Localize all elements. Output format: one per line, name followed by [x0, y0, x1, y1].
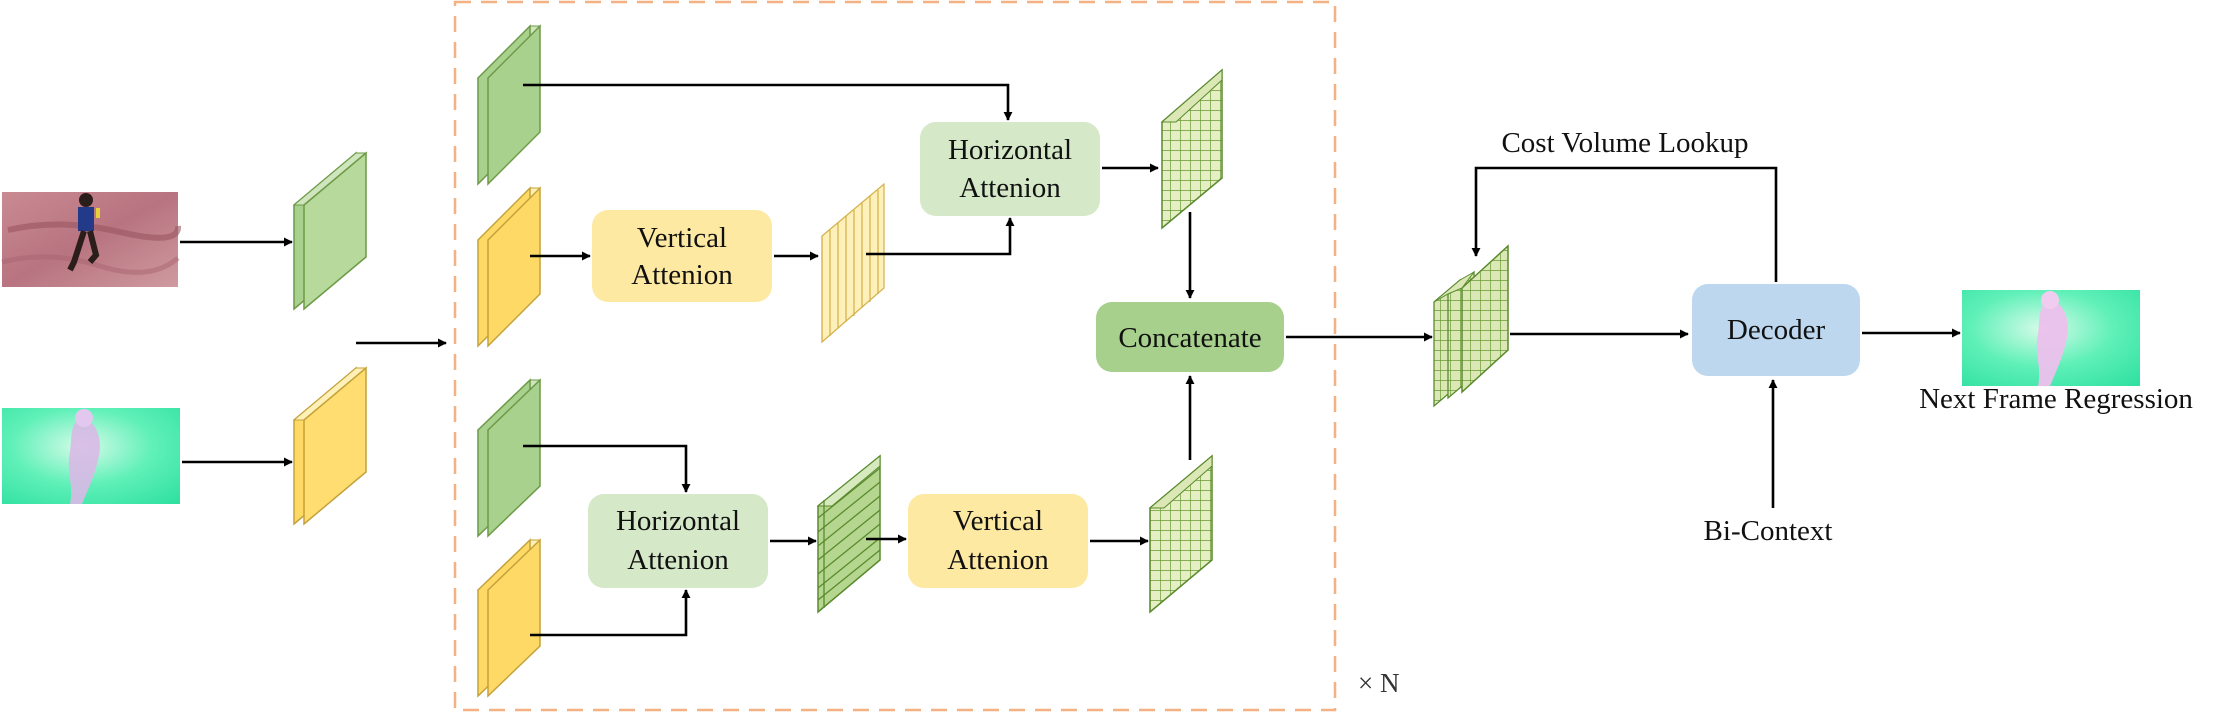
arrow-top-green-to-horizontal	[523, 83, 1013, 121]
horizontal-attention-top-line1: Horizontal	[948, 134, 1072, 166]
input-flow-image	[2, 408, 180, 504]
horizontal-sliced-feature	[816, 454, 881, 614]
bottom-green-feature	[476, 378, 542, 538]
decoder-block: Decoder	[1692, 284, 1860, 376]
repeat-count-label: × N	[1358, 668, 1399, 698]
arrow-slices-to-horizontal	[866, 217, 1015, 256]
vertical-attention-block-bottom: Vertical Attenion	[908, 494, 1088, 588]
flow-feature-map	[292, 366, 368, 526]
vertical-attention-top-line1: Vertical	[637, 222, 727, 254]
bottom-yellow-feature	[476, 538, 542, 698]
vertical-attention-top-line2: Attenion	[631, 259, 733, 291]
bi-context-label: Bi-Context	[1704, 515, 1833, 547]
cost-volume-lookup-label: Cost Volume Lookup	[1501, 127, 1748, 159]
decoder-label: Decoder	[1727, 314, 1826, 346]
arrow-bottom-green-to-horizontal	[523, 444, 691, 493]
arrow-bottom-yellow-to-horizontal	[530, 589, 691, 637]
vertical-sliced-feature	[821, 182, 885, 344]
bottom-grid-feature	[1148, 454, 1213, 614]
vertical-attention-bottom-line1: Vertical	[953, 505, 1043, 537]
arrow-cost-volume-lookup-loop	[1471, 166, 1778, 282]
concatenate-label: Concatenate	[1118, 322, 1261, 354]
correlation-volume-feature	[1433, 244, 1509, 408]
next-frame-regression-label: Next Frame Regression	[1919, 383, 2193, 415]
top-grid-feature	[1160, 68, 1223, 230]
horizontal-attention-bottom-line1: Horizontal	[616, 505, 740, 537]
frame-feature-map	[292, 151, 368, 311]
top-green-feature	[476, 24, 542, 186]
horizontal-attention-block-top: Horizontal Attenion	[920, 122, 1100, 216]
input-frame-image	[1, 192, 181, 287]
horizontal-attention-bottom-line2: Attenion	[627, 544, 729, 576]
repeat-block-container	[453, 0, 1337, 712]
concatenate-block: Concatenate	[1096, 302, 1284, 372]
horizontal-attention-top-line2: Attenion	[959, 172, 1061, 204]
vertical-attention-block-top: Vertical Attenion	[592, 210, 772, 302]
output-flow-image	[1962, 290, 2140, 386]
top-yellow-feature	[476, 186, 542, 348]
horizontal-attention-block-bottom: Horizontal Attenion	[588, 494, 768, 588]
vertical-attention-bottom-line2: Attenion	[947, 544, 1049, 576]
